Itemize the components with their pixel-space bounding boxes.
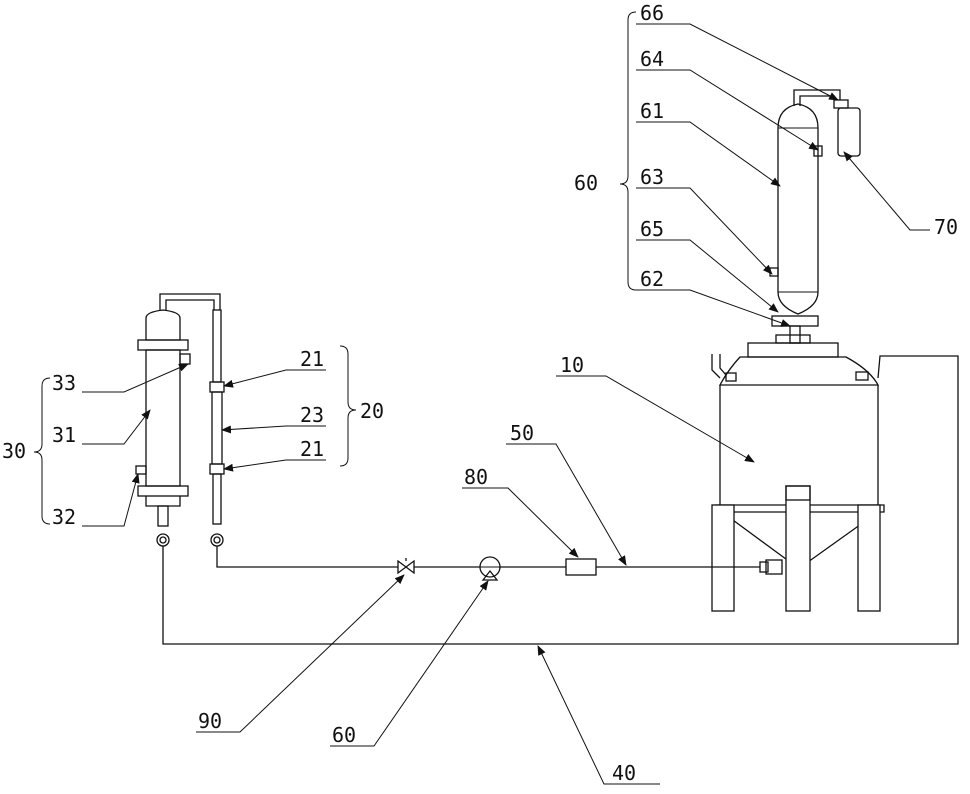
label-23: 23	[300, 403, 324, 427]
label-80: 80	[464, 465, 488, 489]
cooler	[136, 294, 220, 546]
leader-lines	[82, 24, 930, 784]
reaction-tank	[712, 335, 886, 611]
label-60-pump: 60	[332, 723, 356, 747]
label-50: 50	[510, 421, 534, 445]
label-21-bottom: 21	[300, 437, 324, 461]
filter-box	[566, 559, 596, 575]
label-60-column: 60	[574, 171, 598, 195]
label-63: 63	[640, 165, 664, 189]
label-30: 30	[2, 439, 26, 463]
label-10: 10	[560, 353, 584, 377]
flowmeter	[210, 310, 224, 546]
label-90: 90	[198, 709, 222, 733]
label-65: 65	[640, 217, 664, 241]
pump	[480, 557, 500, 580]
label-64: 64	[640, 47, 664, 71]
label-62: 62	[640, 267, 664, 291]
label-33: 33	[52, 371, 76, 395]
pipeline-40	[163, 356, 958, 644]
label-70: 70	[934, 215, 958, 239]
label-66: 66	[640, 1, 664, 25]
label-31: 31	[52, 423, 76, 447]
braces	[34, 12, 636, 524]
valve	[398, 558, 414, 573]
label-32: 32	[52, 505, 76, 529]
label-61: 61	[640, 99, 664, 123]
label-40: 40	[612, 761, 636, 785]
label-21-top: 21	[300, 347, 324, 371]
label-20: 20	[360, 399, 384, 423]
